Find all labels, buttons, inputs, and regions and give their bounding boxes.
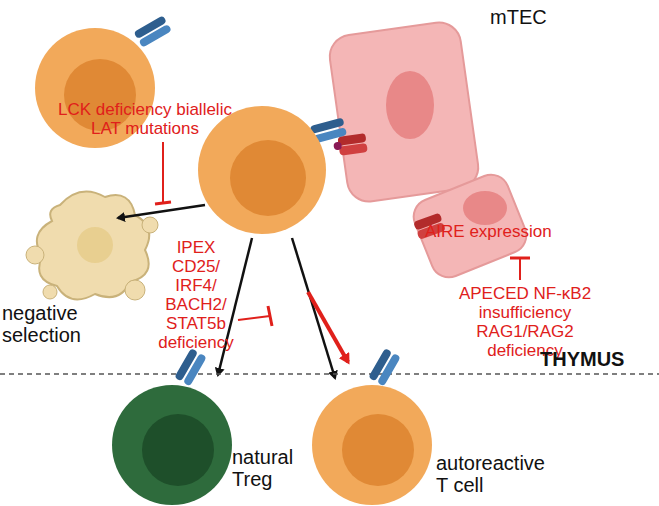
process-label: negative selection [2,302,112,347]
cell-label: autoreactive T cell [436,452,551,497]
process-label: AIRE expression [425,222,565,241]
defect-label: LCK deficiency biallelic LAT mutations [50,100,240,138]
cell-label: natural Treg [232,446,307,491]
node-group: negative selection [2,302,122,362]
node-group: natural Treg [232,446,322,502]
node-group: autoreactive T cell [436,452,556,504]
region-label: THYMUS [540,348,650,370]
defect-label: IPEX CD25/ IRF4/ BACH2/ STAT5b deficienc… [156,238,236,352]
node-group: mTEC AIRE expression [330,0,659,262]
cell-label: mTEC [490,6,560,28]
